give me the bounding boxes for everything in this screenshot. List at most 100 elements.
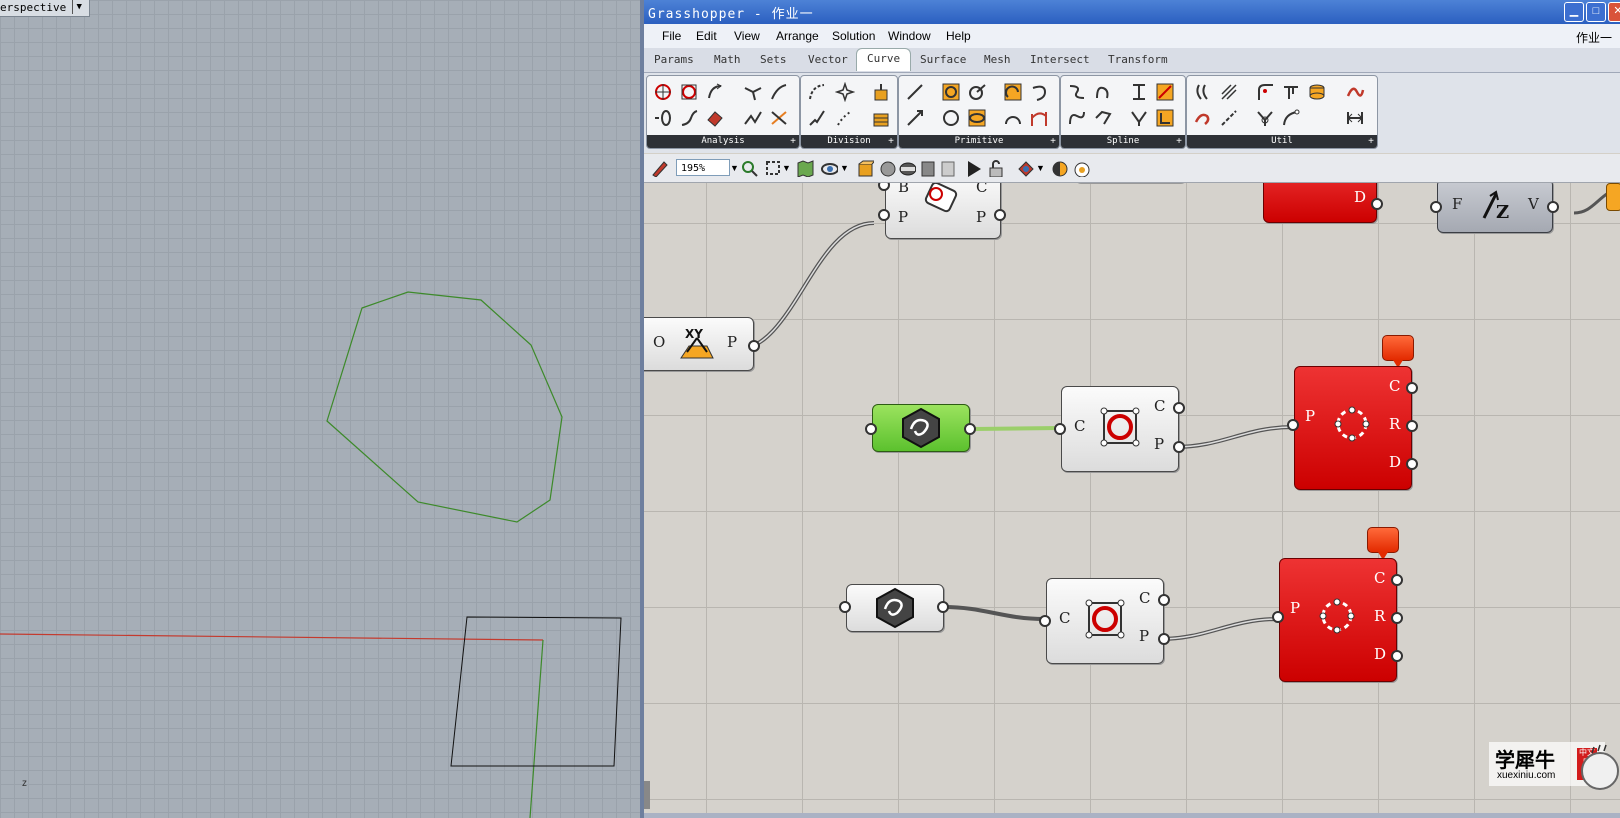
node-control-polygon-1[interactable]: C C P xyxy=(1061,386,1179,472)
explode-icon[interactable] xyxy=(1193,108,1213,128)
seam-icon[interactable] xyxy=(1255,108,1275,128)
extend-curve-icon[interactable] xyxy=(1219,108,1239,128)
pin-out[interactable] xyxy=(1391,574,1403,586)
tab-mesh[interactable]: Mesh xyxy=(984,53,1011,66)
arc-3pt-icon[interactable] xyxy=(1029,82,1049,102)
pin-in[interactable] xyxy=(1272,611,1284,623)
viewport-title[interactable]: erspective▼ xyxy=(0,0,91,17)
fillet-icon[interactable] xyxy=(1219,82,1239,102)
node-circle-fit-2[interactable]: P C R D xyxy=(1279,558,1397,682)
curve-frame-icon[interactable] xyxy=(705,82,725,102)
pin-out[interactable] xyxy=(748,340,760,352)
preview-eye-icon[interactable] xyxy=(820,159,838,177)
line-sdl-icon[interactable] xyxy=(905,108,925,128)
zoom-extents-icon[interactable] xyxy=(740,159,758,177)
tab-curve[interactable]: Curve xyxy=(856,48,912,71)
solve-play-icon[interactable] xyxy=(964,159,982,177)
menu-help[interactable]: Help xyxy=(946,29,971,43)
curve-closest-point-icon[interactable] xyxy=(679,82,699,102)
expand-icon[interactable]: + xyxy=(1368,136,1374,147)
pin-in[interactable] xyxy=(1287,419,1299,431)
sub-curve-icon[interactable] xyxy=(1155,108,1175,128)
document-preview-icon[interactable] xyxy=(938,159,956,177)
interpolate-icon[interactable] xyxy=(1093,82,1113,102)
tab-sets[interactable]: Sets xyxy=(760,53,787,66)
node-circle-fit-1[interactable]: P C R D xyxy=(1294,366,1412,490)
discontinuity-icon[interactable] xyxy=(743,108,763,128)
material-icon[interactable] xyxy=(1050,159,1068,177)
fillet-distance-icon[interactable] xyxy=(1255,82,1275,102)
grasshopper-canvas[interactable]: B P C P D F V Z O P XY xyxy=(644,183,1620,813)
box-preview-icon[interactable] xyxy=(856,159,874,177)
menu-view[interactable]: View xyxy=(734,29,760,43)
tab-math[interactable]: Math xyxy=(714,53,741,66)
arc-icon[interactable] xyxy=(1003,82,1023,102)
pin-in[interactable] xyxy=(878,209,890,221)
tab-params[interactable]: Params xyxy=(654,53,694,66)
bake-dropdown-icon[interactable]: ▼ xyxy=(1036,163,1045,173)
kinky-curve-icon[interactable] xyxy=(1129,82,1149,102)
expand-icon[interactable]: + xyxy=(1050,136,1056,147)
zoom-dropdown-icon[interactable]: ▼ xyxy=(730,163,739,173)
curve-curvature-icon[interactable] xyxy=(679,108,699,128)
polyline-icon[interactable] xyxy=(1155,82,1175,102)
curve-domain-icon[interactable] xyxy=(705,108,725,128)
pin-in[interactable] xyxy=(1039,615,1051,627)
shatter-icon[interactable] xyxy=(807,108,827,128)
pin-out[interactable] xyxy=(1406,458,1418,470)
rebuild-curve-icon[interactable] xyxy=(1281,108,1301,128)
pin-in[interactable] xyxy=(1430,201,1442,213)
pin-out[interactable] xyxy=(1158,633,1170,645)
map-icon[interactable] xyxy=(796,159,814,177)
divide-curve-icon[interactable] xyxy=(807,82,827,102)
pin-out[interactable] xyxy=(1547,201,1559,213)
tab-intersect[interactable]: Intersect xyxy=(1030,53,1090,66)
curvature-graph-icon[interactable] xyxy=(769,108,789,128)
pline-icon[interactable] xyxy=(1093,108,1113,128)
curve-to-polyline-icon[interactable] xyxy=(1345,108,1365,128)
tab-surface[interactable]: Surface xyxy=(920,53,967,66)
contour-ex-icon[interactable] xyxy=(871,108,891,128)
project-curve-icon[interactable] xyxy=(1281,82,1301,102)
node-top-partial[interactable]: B P C P xyxy=(885,183,1001,239)
tangent-arcs-icon[interactable] xyxy=(1029,108,1049,128)
menu-arrange[interactable]: Arrange xyxy=(776,29,819,43)
curve-tangent-icon[interactable] xyxy=(769,82,789,102)
selected-preview-icon[interactable] xyxy=(918,159,936,177)
warning-bubble-1[interactable] xyxy=(1382,335,1414,368)
menu-solution[interactable]: Solution xyxy=(832,29,876,43)
pin-in[interactable] xyxy=(1054,423,1066,435)
expand-icon[interactable]: + xyxy=(1176,136,1182,147)
maximize-button[interactable]: □ xyxy=(1586,2,1606,22)
rhino-viewport[interactable]: erspective▼ z xyxy=(0,0,640,818)
curve-side-icon[interactable] xyxy=(743,82,763,102)
bezier-span-icon[interactable] xyxy=(1067,82,1087,102)
pin-out[interactable] xyxy=(994,209,1006,221)
contour-icon[interactable] xyxy=(871,82,891,102)
join-curves-icon[interactable] xyxy=(1307,82,1327,102)
viewport-menu-icon[interactable]: ▼ xyxy=(72,0,85,14)
nurbs-curve-icon[interactable] xyxy=(1067,108,1087,128)
lock-icon[interactable] xyxy=(986,159,1004,177)
circle-cnr-icon[interactable] xyxy=(941,82,961,102)
divide-distance-icon[interactable] xyxy=(835,82,855,102)
pin-in[interactable] xyxy=(839,601,851,613)
title-bar[interactable]: Grasshopper - 作业一 ▁ □ ✕ xyxy=(644,0,1620,24)
expand-icon[interactable]: + xyxy=(888,136,894,147)
pin-out[interactable] xyxy=(1406,420,1418,432)
pin-in[interactable] xyxy=(865,423,877,435)
node-unit-z[interactable]: F V Z xyxy=(1437,183,1553,233)
menu-window[interactable]: Window xyxy=(888,29,931,43)
shaded-preview-icon[interactable] xyxy=(878,159,896,177)
pin-out[interactable] xyxy=(1173,402,1185,414)
node-red-partial[interactable]: D xyxy=(1263,183,1377,223)
menu-file[interactable]: File xyxy=(662,29,682,43)
line-icon[interactable] xyxy=(905,82,925,102)
offset-curve-icon[interactable] xyxy=(1193,82,1213,102)
document-name[interactable]: 作业一 xyxy=(1575,31,1612,45)
preview-settings-icon[interactable] xyxy=(1072,159,1090,177)
pin-in[interactable] xyxy=(878,183,890,191)
pin-out[interactable] xyxy=(1406,382,1418,394)
wireframe-preview-icon[interactable] xyxy=(898,159,916,177)
menu-edit[interactable]: Edit xyxy=(696,29,717,43)
